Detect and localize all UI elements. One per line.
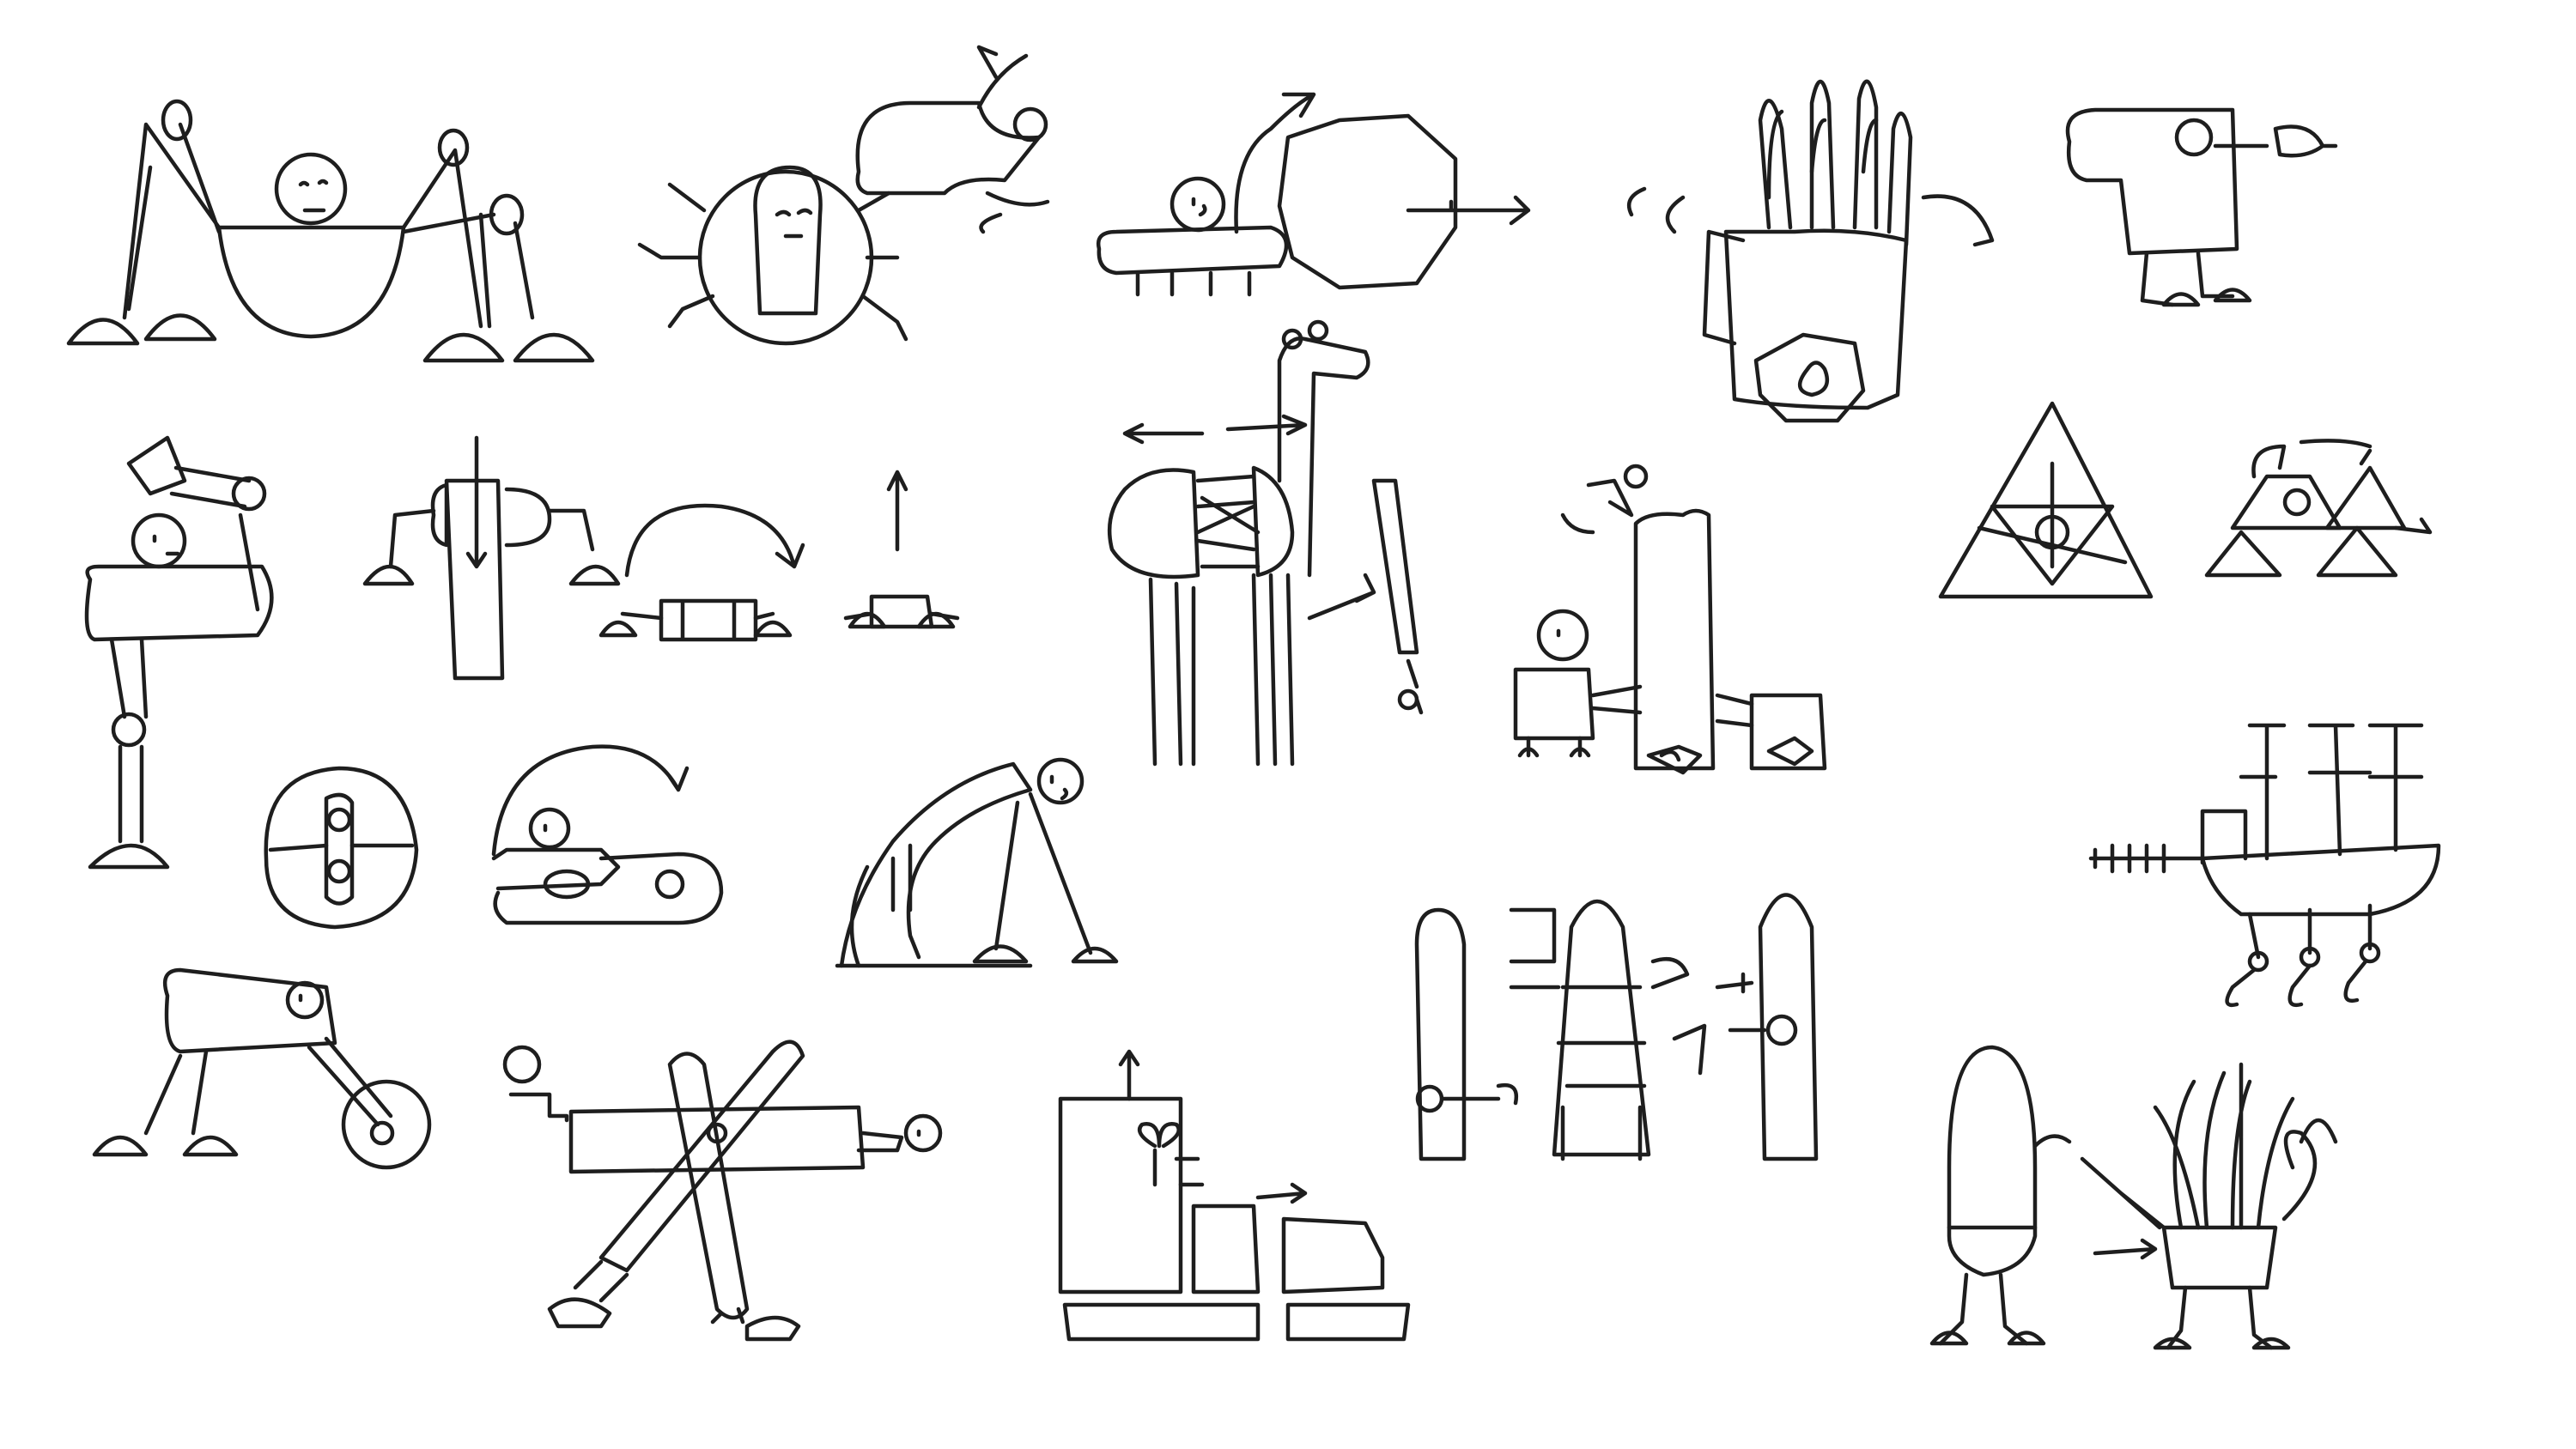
tower-machine-icon	[1513, 464, 1827, 775]
snail-roll-icon	[491, 744, 724, 925]
spider-robot-icon	[66, 99, 595, 363]
giraffe-tower-icon	[1107, 319, 1424, 767]
bug-icon	[637, 165, 908, 346]
peacock-pod-icon	[1929, 1045, 2338, 1350]
hand-robot-icon	[1626, 79, 1995, 423]
triangle-eye-icon	[1938, 401, 2433, 599]
ship-walker-icon	[2088, 723, 2441, 1008]
flying-figure-icon	[855, 45, 1050, 234]
pipe-bird-icon	[2065, 107, 2338, 307]
transform-walker-icon	[362, 435, 960, 681]
block-stack-icon	[1058, 1049, 1411, 1342]
wheel-crawler-icon	[92, 967, 432, 1170]
octagon-transform-icon	[1096, 92, 1531, 297]
disc-icon	[264, 766, 419, 930]
arched-creature-icon	[835, 757, 1119, 968]
cross-body-icon	[502, 1040, 943, 1342]
cactus-tower-icon	[1414, 893, 1819, 1161]
crane-arm-icon	[84, 435, 274, 870]
